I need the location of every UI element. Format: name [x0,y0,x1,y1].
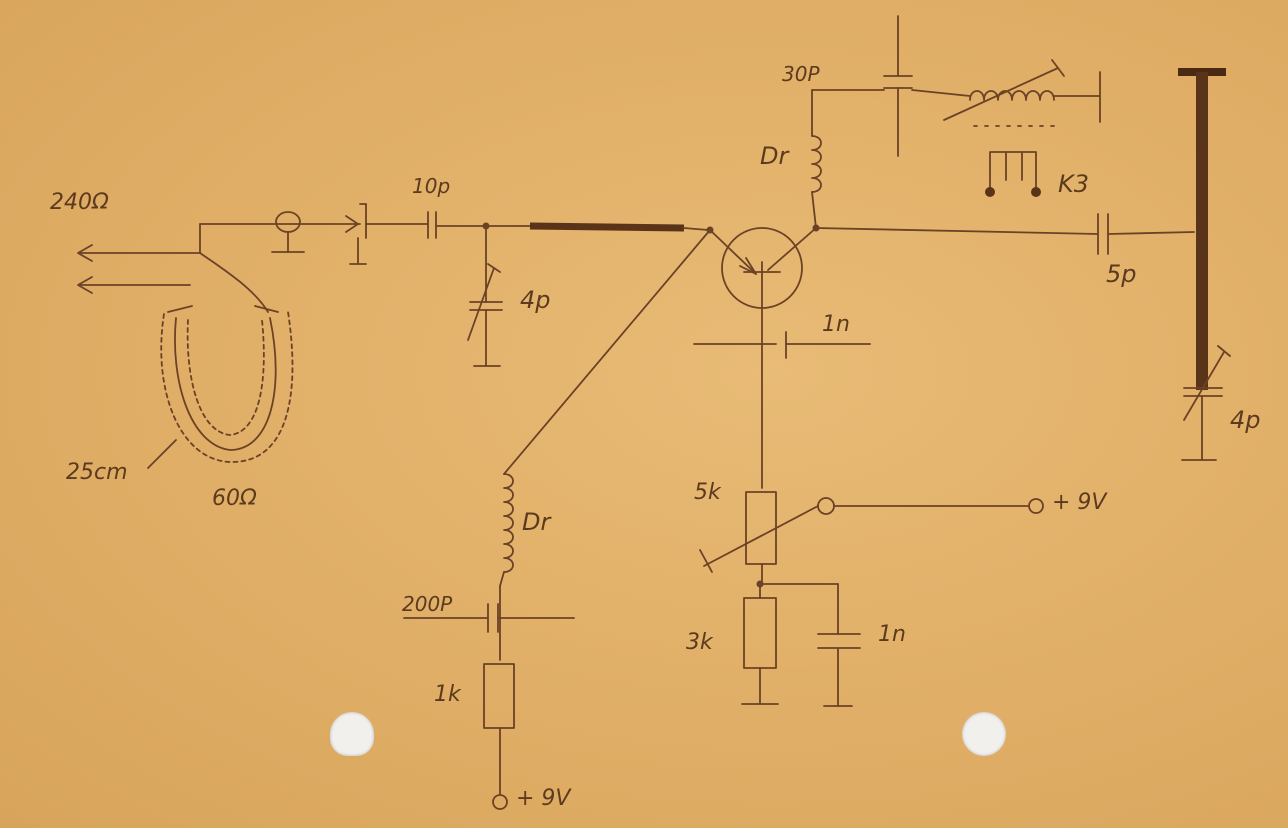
label-input-cap: 10p [412,174,451,198]
transistor [709,224,820,309]
label-supply-bottom: + 9V [516,786,571,811]
label-loop-impedance: 60Ω [212,486,257,511]
output-capacitor-5p [815,213,1195,255]
label-collector-cap: 30P [782,62,820,86]
capacitor-10p [365,211,531,239]
capacitor-30p [811,15,971,157]
label-resistor-1k: 1k [434,682,461,707]
tuning-coil [943,59,1101,127]
label-relay: K3 [1058,170,1090,198]
label-cap-1n: 1n [878,622,906,647]
label-supply-right: + 9V [1052,490,1107,515]
collector-choke [811,89,822,229]
relay-contacts [985,151,1041,197]
trimmer-cap-4p-right [1181,345,1231,461]
label-input-impedance: 240Ω [50,190,109,215]
potentiometer-5k [699,491,1044,588]
resistor-1k [483,663,515,810]
emitter-diagonal [503,229,711,475]
label-output-cap: 5p [1106,260,1137,288]
label-cap-200p: 200P [402,592,453,616]
input-ground-symbol [271,211,305,253]
label-trimmer-cap-2: 4p [1230,406,1261,434]
coax-loop [147,252,294,469]
connector-symbol [345,203,367,265]
resistor-3k [741,583,779,705]
punch-hole-right [962,712,1006,756]
base-bypass-1n [693,307,871,489]
trimmer-cap-4p-left [467,225,503,367]
punch-hole-left [330,712,374,756]
label-resistor-3k: 3k [686,630,713,655]
capacitor-1n [759,583,861,707]
dipole-rod [1178,68,1226,390]
label-trimmer-cap-1: 4p [520,286,551,314]
strip-line [529,222,685,232]
input-lead-arrows [77,223,361,294]
strip-to-emitter [683,227,709,231]
capacitor-200p [403,603,575,633]
label-emitter-choke: Dr [522,508,551,536]
label-loop-length: 25cm [66,460,128,485]
label-base-bypass-cap: 1n [822,312,850,337]
label-collector-choke: Dr [760,142,789,170]
emitter-choke [499,473,514,661]
label-pot-5k: 5k [694,480,721,505]
